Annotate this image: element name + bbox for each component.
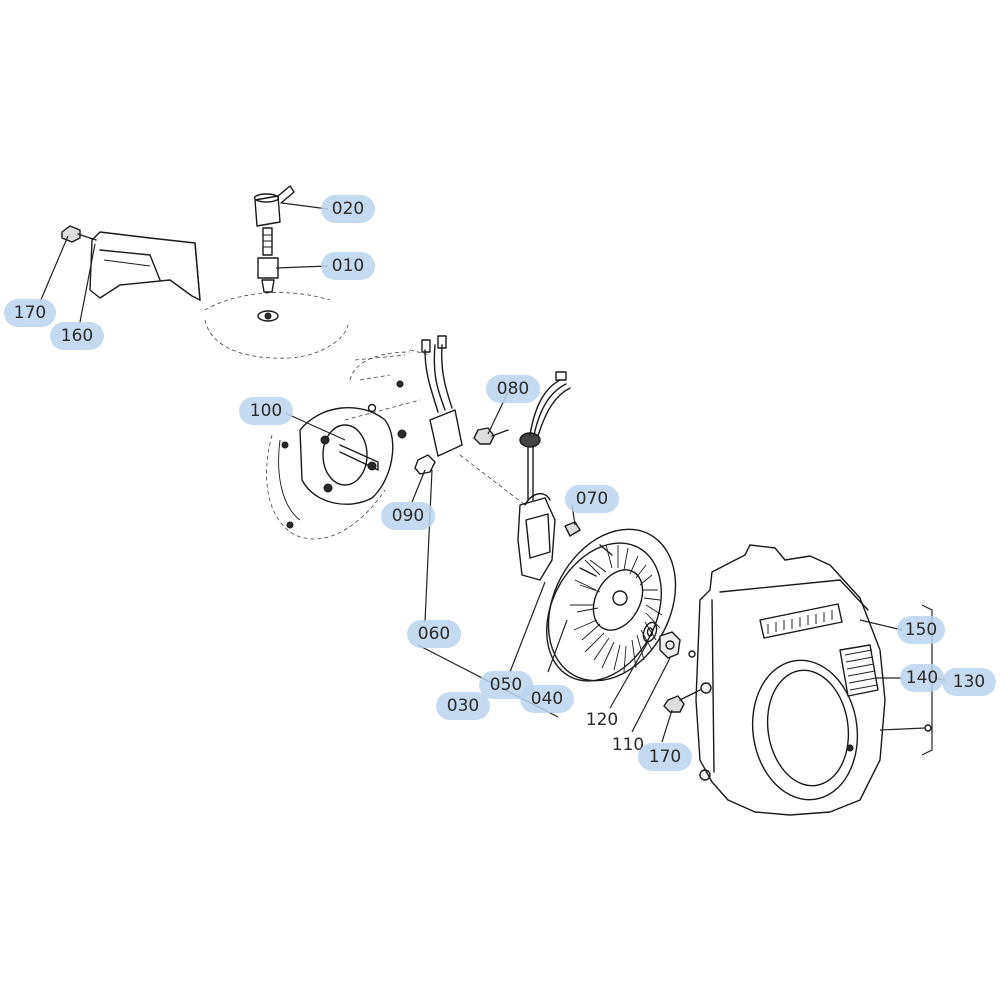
callout-100[interactable]: 100 xyxy=(239,397,293,425)
callout-170-top[interactable]: 170 xyxy=(4,299,56,327)
callout-120[interactable]: 120 xyxy=(586,710,618,730)
callout-label: 130 xyxy=(953,672,985,692)
backing-plate xyxy=(266,349,431,540)
callout-020[interactable]: 020 xyxy=(321,195,375,223)
callout-080[interactable]: 080 xyxy=(486,375,540,403)
callout-label: 080 xyxy=(497,379,529,399)
callout-label: 150 xyxy=(905,620,937,640)
callout-label: 030 xyxy=(447,696,479,716)
callout-label: 070 xyxy=(576,489,608,509)
washer-part xyxy=(642,621,658,643)
callout-170-bottom[interactable]: 170 xyxy=(638,743,692,771)
callout-150[interactable]: 150 xyxy=(897,616,945,644)
bolt-part xyxy=(663,689,701,713)
shroud-outline xyxy=(204,292,411,381)
callout-060[interactable]: 060 xyxy=(407,620,461,648)
fan-housing xyxy=(695,544,932,816)
callout-090[interactable]: 090 xyxy=(381,502,435,530)
screw-part xyxy=(473,427,509,445)
callout-label: 050 xyxy=(490,675,522,695)
callout-label: 090 xyxy=(392,506,424,526)
nut-part xyxy=(659,631,696,659)
callout-050[interactable]: 050 xyxy=(479,671,533,699)
callout-label: 120 xyxy=(586,710,618,730)
callout-010[interactable]: 010 xyxy=(321,252,375,280)
callout-label: 140 xyxy=(906,668,938,688)
bracket-plate xyxy=(89,231,201,301)
flywheel xyxy=(546,528,677,682)
callout-label: 170 xyxy=(649,747,681,767)
spark-plug-cap xyxy=(253,185,295,227)
callout-label: 020 xyxy=(332,199,364,219)
callout-label: 110 xyxy=(612,735,644,755)
callout-110[interactable]: 110 xyxy=(612,735,644,755)
callout-label: 160 xyxy=(61,326,93,346)
callout-030[interactable]: 030 xyxy=(436,692,490,720)
callout-140[interactable]: 140 xyxy=(900,664,944,692)
callout-070[interactable]: 070 xyxy=(565,485,619,513)
callout-160[interactable]: 160 xyxy=(50,322,104,350)
callout-040[interactable]: 040 xyxy=(520,685,574,713)
callout-label: 060 xyxy=(418,624,450,644)
callout-label: 010 xyxy=(332,256,364,276)
callout-label: 040 xyxy=(531,689,563,709)
spark-plug xyxy=(257,227,279,322)
ignition-module xyxy=(367,335,526,506)
callout-label: 100 xyxy=(250,401,282,421)
callout-130[interactable]: 130 xyxy=(942,668,996,696)
callout-label: 170 xyxy=(14,303,46,323)
ignition-coil xyxy=(517,371,581,581)
